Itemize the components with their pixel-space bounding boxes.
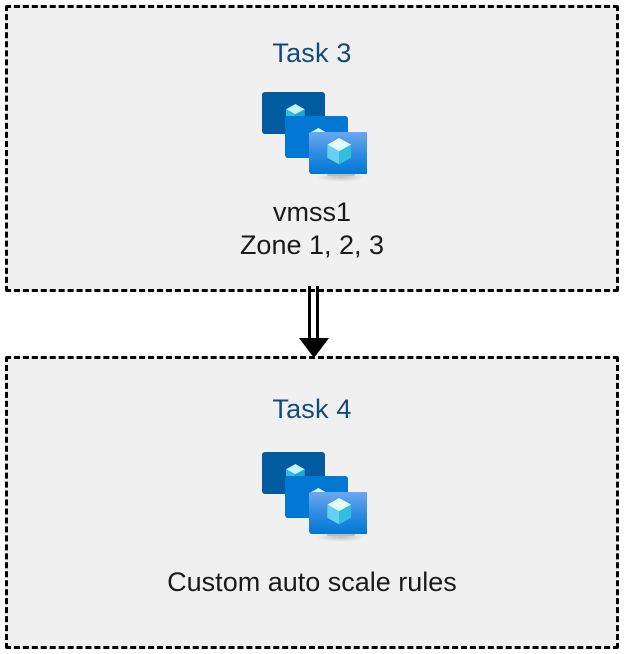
task-caption: Custom auto scale rules <box>167 566 457 599</box>
caption-line-2: Zone 1, 2, 3 <box>239 230 385 260</box>
task-box-task4: Task 4 <box>5 356 619 649</box>
vm-scale-set-icon <box>262 452 367 542</box>
task-caption: vmss1 Zone 1, 2, 3 <box>240 196 384 262</box>
caption-line-1: Custom auto scale rules <box>167 567 457 597</box>
vm-scale-set-icon <box>262 92 367 182</box>
caption-line-1: vmss1 <box>272 197 351 227</box>
task-box-task3: Task 3 <box>5 5 619 292</box>
task-title: Task 3 <box>272 38 352 68</box>
task-title: Task 4 <box>272 394 352 424</box>
connector-arrow-down <box>299 286 329 358</box>
